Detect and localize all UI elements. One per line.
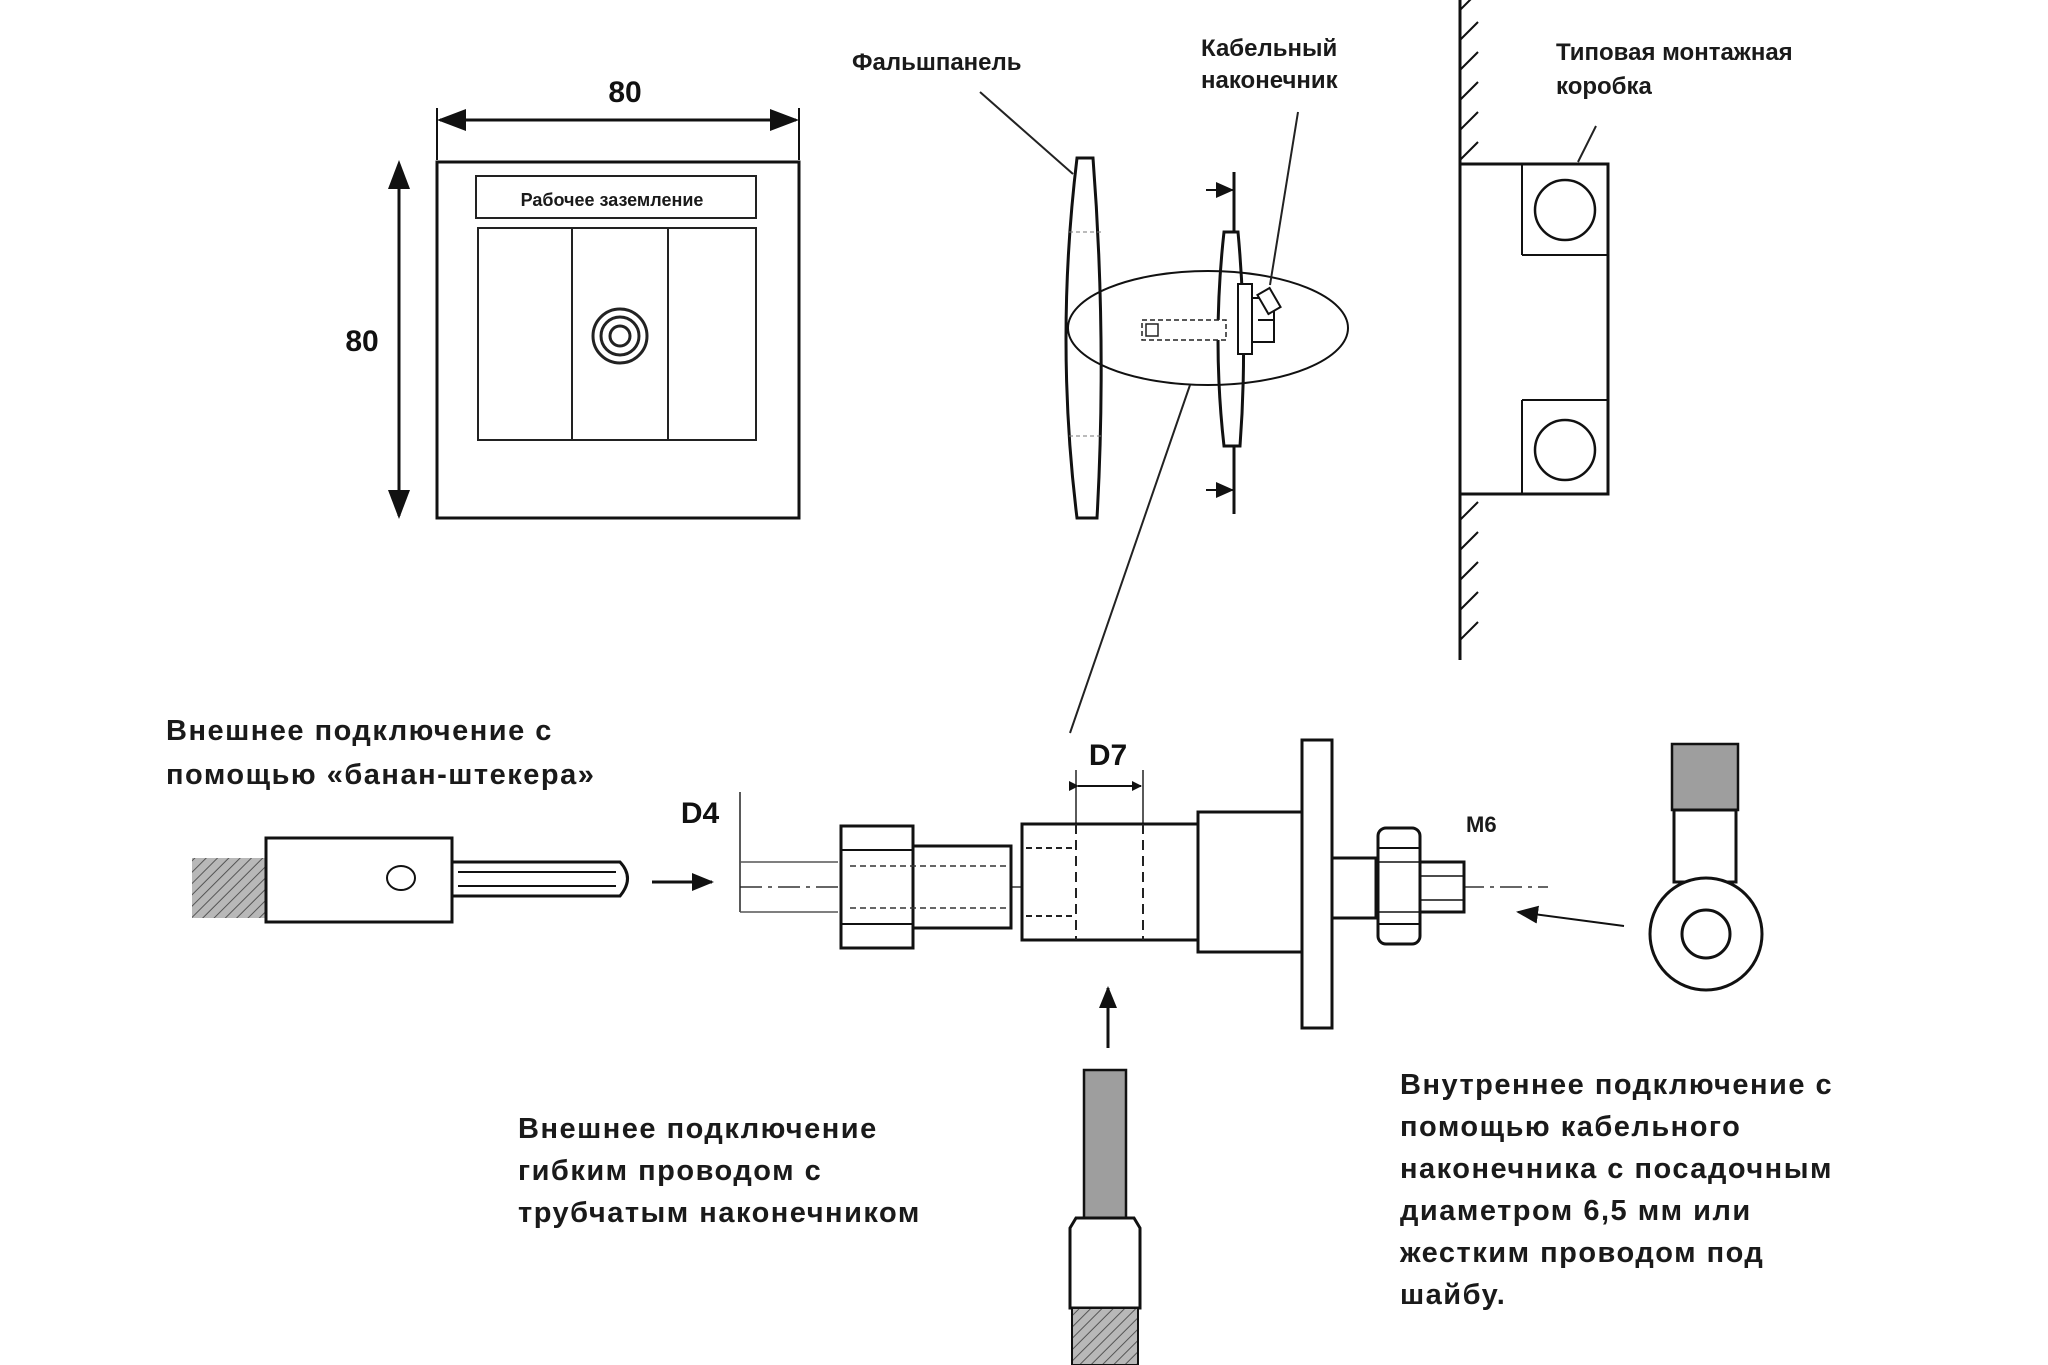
plate-label: Рабочее заземление: [521, 190, 704, 210]
detail-leader: [1069, 384, 1191, 734]
wall-hatch-tick: [1459, 0, 1472, 11]
front-plate-view: 80 80 Рабочее заземление: [345, 76, 801, 520]
side-view: Фальшпанель Кабельный наконечник: [852, 0, 1793, 734]
cable-lug-label-1: Кабельный: [1201, 35, 1337, 62]
false-panel-label: Фальшпанель: [852, 49, 1022, 76]
m6-label: M6: [1466, 812, 1497, 837]
wall-hatch-tick: [1459, 141, 1479, 161]
m6-nut: [1376, 826, 1422, 946]
socket-hole: [608, 324, 632, 348]
width-label: 80: [608, 76, 641, 109]
mounting-box-leader: [1577, 125, 1597, 163]
wall-hatch-tick: [1459, 561, 1479, 581]
ferrule-sleeve: [1082, 1068, 1128, 1222]
terminal-collar: [1330, 856, 1378, 920]
false-panel-shape: [1064, 156, 1103, 520]
d4-label: D4: [681, 797, 720, 830]
box-screw-top: [1533, 178, 1597, 242]
wall-hatch-tick: [1459, 51, 1479, 71]
width-arrow-left: [437, 109, 466, 131]
mounting-box-label-1: Типовая монтажная: [1556, 39, 1793, 66]
internal-note-1: Внутреннее подключение с: [1400, 1069, 1833, 1101]
detail-ellipse: [1067, 270, 1349, 386]
height-label: 80: [345, 325, 378, 358]
wall-hatch-tick: [1459, 621, 1479, 641]
wall-hatch-tick: [1459, 591, 1479, 611]
internal-note-6: шайбу.: [1400, 1279, 1506, 1311]
internal-note-3: наконечника с посадочным: [1400, 1153, 1833, 1185]
exploded-assembly: D4 D7 M6: [192, 738, 1764, 1365]
threaded-sleeve: [911, 844, 1013, 930]
terminal-flange: [1300, 738, 1334, 1030]
box-screw-bottom: [1533, 418, 1597, 482]
height-arrow-bottom: [388, 490, 410, 519]
terminal-shaft-hidden: [1141, 319, 1227, 341]
terminal-body: [1020, 822, 1200, 942]
ring-lug-sleeve: [1670, 742, 1740, 812]
flexible-note-3: трубчатым наконечником: [518, 1197, 921, 1229]
ferrule-collar: [1068, 1216, 1142, 1310]
notes: Внешнее подключение с помощью «банан-ште…: [166, 715, 1833, 1311]
wall-hatch-tick: [1459, 111, 1479, 131]
banana-note-1: Внешнее подключение с: [166, 715, 553, 747]
d7-label: D7: [1089, 739, 1127, 772]
banana-note-2: помощью «банан-штекера»: [166, 759, 595, 791]
banana-plug-body: [264, 836, 454, 924]
internal-note-4: диаметром 6,5 мм или: [1400, 1195, 1752, 1227]
banana-cable: [192, 858, 266, 918]
wall-hatch-tick: [1459, 21, 1479, 41]
cap-nut: [839, 824, 915, 950]
banana-plug-pin: [450, 860, 629, 898]
ferrule-cable: [1071, 1307, 1139, 1365]
width-arrow-right: [770, 109, 799, 131]
terminal-shoulder: [1196, 810, 1304, 954]
wall-hatch-tick: [1459, 501, 1479, 521]
plate-label-frame: [475, 175, 757, 219]
cable-lug-leader: [1269, 111, 1299, 286]
wall-hatch-tick: [1459, 81, 1479, 101]
ring-lug-arrow: [1516, 905, 1625, 927]
ring-lug-hole: [1680, 908, 1732, 960]
cable-lug-label-2: наконечник: [1201, 67, 1339, 94]
internal-note-5: жестким проводом под: [1399, 1237, 1764, 1269]
flexible-note-2: гибким проводом с: [518, 1155, 822, 1187]
wall-hatch-tick: [1459, 531, 1479, 551]
ring-lug-neck: [1672, 808, 1738, 884]
internal-note-2: помощью кабельного: [1400, 1111, 1741, 1143]
mounting-box-label-2: коробка: [1556, 73, 1653, 100]
flexible-note-1: Внешнее подключение: [518, 1113, 878, 1145]
height-arrow-top: [388, 160, 410, 189]
cable-lug-side: [1256, 286, 1282, 316]
false-panel-leader: [979, 91, 1074, 175]
